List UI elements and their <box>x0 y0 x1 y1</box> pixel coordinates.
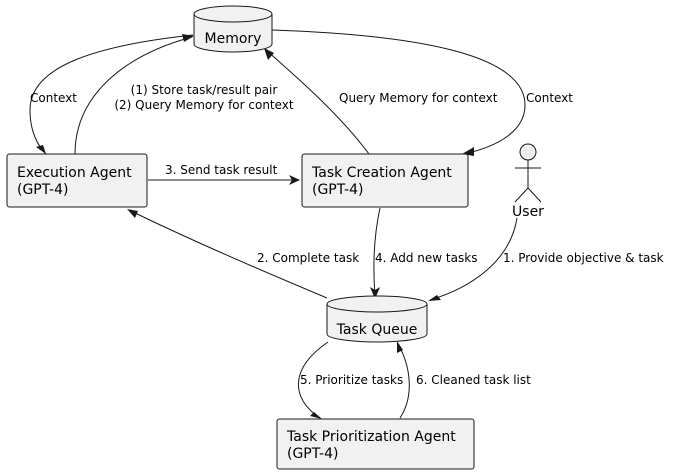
arrowhead-execution-bottom <box>127 209 138 218</box>
edge-creation-to-memory <box>265 49 370 155</box>
arrowhead-prioritization-top <box>310 412 322 419</box>
arrowhead-memory-right <box>264 48 274 60</box>
execution-agent-title: Execution Agent <box>17 165 132 181</box>
arrowhead-queue-bottom <box>397 341 403 353</box>
task-creation-agent-node: Task Creation Agent (GPT-4) <box>301 153 469 208</box>
arrowhead-execution-top-left <box>36 145 46 154</box>
user-head-icon <box>519 143 537 161</box>
task-queue-database: Task Queue <box>326 295 428 343</box>
label-execution-to-creation: 3. Send task result <box>165 163 278 177</box>
task-creation-agent-model: (GPT-4) <box>312 182 363 198</box>
label-user-to-queue: 1. Provide objective & task <box>503 251 664 265</box>
user-actor: User <box>512 143 544 220</box>
task-prioritization-agent-node: Task Prioritization Agent (GPT-4) <box>276 418 475 470</box>
label-execution-to-memory-line2: (2) Query Memory for context <box>114 98 294 112</box>
label-queue-to-execution: 2. Complete task <box>257 251 359 265</box>
execution-agent-model: (GPT-4) <box>17 182 68 198</box>
arrowhead-queue-top <box>370 287 380 299</box>
edge-queue-to-execution <box>128 209 328 299</box>
execution-agent-node: Execution Agent (GPT-4) <box>6 153 148 208</box>
task-creation-agent-title: Task Creation Agent <box>311 165 452 181</box>
task-prioritization-agent-model: (GPT-4) <box>287 446 338 462</box>
label-prioritization-to-queue: 6. Cleaned task list <box>416 373 531 387</box>
edge-creation-to-queue <box>373 207 381 297</box>
label-memory-to-creation: Context <box>526 91 573 105</box>
task-queue-label: Task Queue <box>336 322 418 338</box>
label-queue-to-prioritization: 5. Prioritize tasks <box>300 373 403 387</box>
edge-queue-to-prioritization <box>297 341 329 419</box>
task-prioritization-agent-title: Task Prioritization Agent <box>286 429 456 445</box>
user-label: User <box>512 204 544 220</box>
memory-label: Memory <box>205 31 262 47</box>
label-execution-to-memory-line1: (1) Store task/result pair <box>131 83 278 97</box>
label-creation-to-queue: 4. Add new tasks <box>375 251 477 265</box>
arrowhead-memory-left <box>182 34 194 42</box>
label-memory-to-execution: Context <box>30 91 77 105</box>
arrowhead-queue-right <box>428 295 441 301</box>
edge-memory-to-execution <box>29 34 194 155</box>
label-creation-to-memory: Query Memory for context <box>339 91 498 105</box>
edge-user-to-queue <box>429 217 518 301</box>
edge-execution-to-memory <box>74 36 193 155</box>
edge-memory-to-creation <box>271 29 526 155</box>
memory-database: Memory <box>193 5 273 53</box>
arrowhead-creation-left <box>289 175 300 185</box>
